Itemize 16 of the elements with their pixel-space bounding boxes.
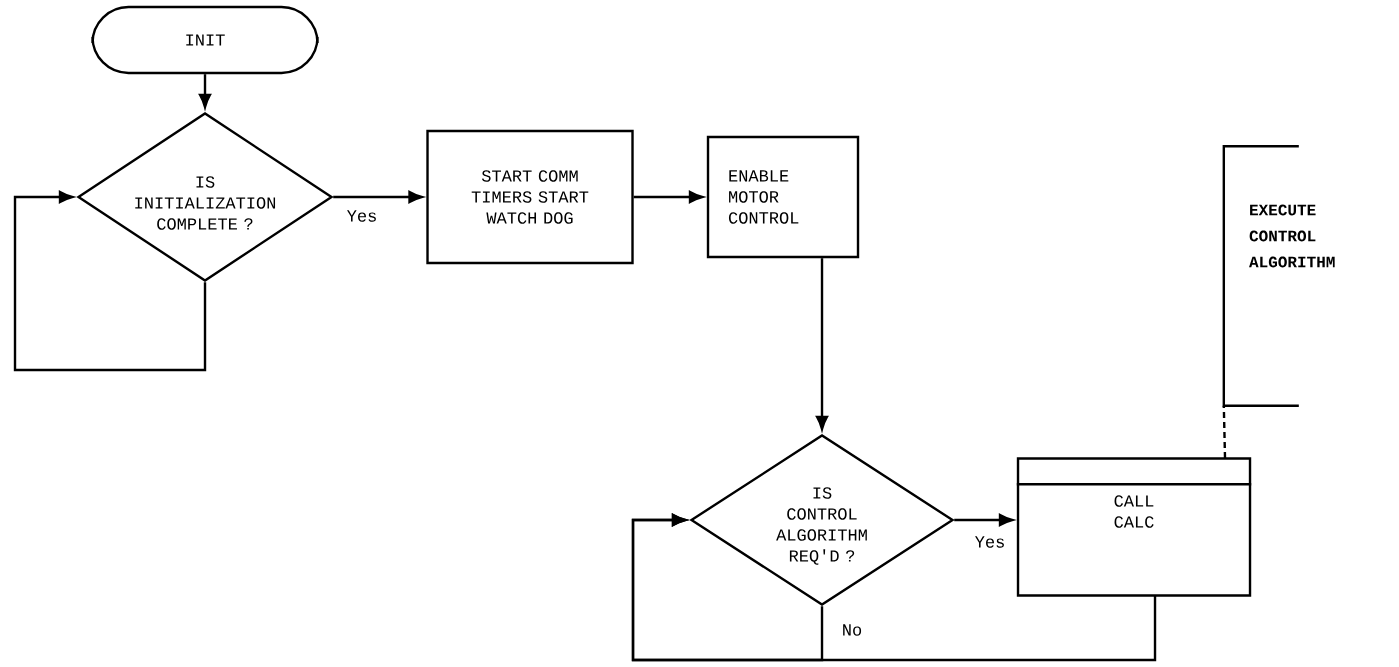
process-box: ENABLE MOTOR CONTROL — [706, 135, 860, 259]
arrow — [13, 190, 207, 372]
subroutine-box: CALL CALC — [1016, 457, 1252, 597]
arrow — [815, 258, 829, 431]
arrow — [198, 74, 212, 109]
terminal-box: INIT — [91, 5, 319, 75]
process-box: START COMM TIMERS START WATCH DOG — [426, 129, 634, 265]
connector — [1222, 405, 1227, 459]
edge-label: No — [840, 623, 864, 637]
arrow — [333, 190, 423, 204]
arrow — [631, 513, 1157, 662]
arrow — [633, 190, 704, 204]
edge-label: Yes — [345, 209, 379, 223]
edge-label: Yes — [973, 535, 1007, 549]
annotation-bracket: EXECUTE CONTROL ALGORITHM — [1222, 145, 1335, 407]
arrow — [954, 513, 1014, 527]
